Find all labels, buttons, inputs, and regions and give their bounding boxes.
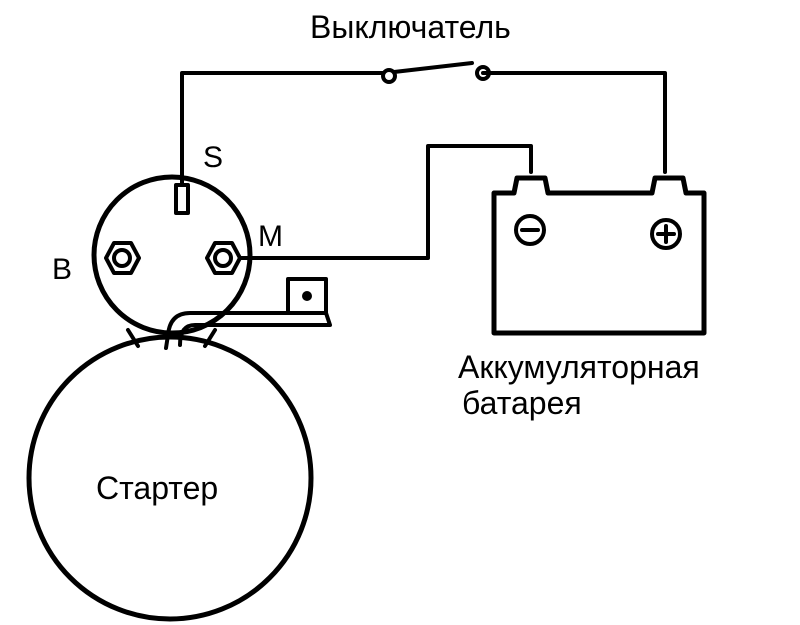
label-starter: Стартер: [96, 470, 218, 506]
ground-bracket: [164, 277, 332, 350]
battery: [491, 175, 707, 336]
wire-switch-to-battery-positive: [481, 71, 667, 174]
label-battery-line1: Аккумуляторная: [458, 349, 700, 385]
terminal-m-nut: [205, 241, 242, 275]
label-switch: Выключатель: [310, 9, 511, 45]
battery-negative-icon: [514, 214, 546, 246]
wire-s-to-switch: [180, 71, 385, 187]
terminal-s-spade: [174, 183, 190, 215]
battery-positive-icon: [650, 218, 682, 250]
label-terminal-m: M: [258, 220, 283, 253]
label-terminal-b: B: [52, 253, 72, 286]
wire-m-to-battery-negative: [238, 144, 533, 260]
terminal-b-nut: [104, 241, 141, 275]
label-terminal-s: S: [203, 141, 223, 174]
solenoid-mount: [126, 328, 217, 348]
solenoid: [91, 174, 253, 336]
starter-motor: [26, 334, 314, 622]
switch: [381, 61, 491, 84]
label-battery-line2: батарея: [462, 385, 582, 421]
